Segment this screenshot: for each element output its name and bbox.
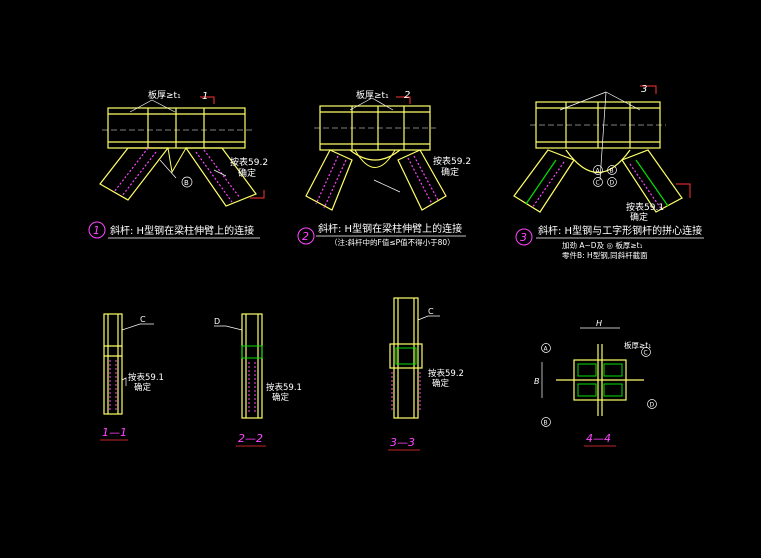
section-2-2-weld-label: 按表59.1 bbox=[266, 382, 302, 393]
section-3-3-weld-c: C bbox=[428, 307, 434, 316]
section-2-2-weld-sub: 确定 bbox=[272, 392, 290, 403]
detail-3-number: 3 bbox=[520, 231, 527, 244]
section-4-4-callout-a: A bbox=[544, 346, 549, 353]
section-2-2-weld-d: D bbox=[214, 317, 220, 326]
detail-1-leaders bbox=[129, 99, 227, 179]
section-1-1: C 按表59.1 确定 1—1 bbox=[100, 313, 164, 441]
section-4-4-callout-d: D bbox=[650, 402, 655, 409]
detail-3-weld-sub: 确定 bbox=[630, 211, 648, 223]
section-3-3-weld-leader bbox=[417, 315, 440, 321]
detail-1-section-mark: 1 bbox=[202, 91, 208, 102]
detail-1-number: 1 bbox=[93, 224, 100, 237]
section-4-4-callout-b: B bbox=[544, 420, 548, 427]
section-4-4-dim-h: H bbox=[596, 319, 602, 328]
detail-2-number: 2 bbox=[302, 230, 309, 243]
section-1-1-member bbox=[103, 313, 123, 415]
section-3-3-member bbox=[389, 297, 423, 419]
detail-3-note-1: 加劲 A~D及 ◎ 板厚≥t₁ bbox=[562, 240, 643, 250]
detail-2-weld-sub: 确定 bbox=[441, 166, 459, 178]
detail-3-callout-c: C bbox=[596, 180, 600, 187]
detail-3-note-2: 零件B: H型钢,同斜杆截面 bbox=[562, 250, 648, 260]
detail-3-section-mark: 3 bbox=[641, 84, 647, 95]
detail-2-note: （注:斜杆中的F值≤P值不得小于80） bbox=[330, 237, 455, 247]
detail-1-gusset bbox=[167, 147, 187, 174]
detail-2-leaders bbox=[349, 97, 401, 193]
detail-2-curved-gusset-inner bbox=[354, 149, 396, 168]
detail-1-left-brace bbox=[99, 147, 170, 201]
detail-2-section-cut bbox=[396, 96, 411, 104]
detail-1-weld-sub: 确定 bbox=[238, 167, 256, 179]
section-3-3-stiffener bbox=[395, 347, 417, 365]
section-1-1-weld-leader-2 bbox=[121, 377, 127, 386]
detail-3-callout-d: D bbox=[610, 180, 615, 187]
detail-1: 板厚≥t₁ 1 按表59.2 确定 B 1 斜杆: H型钢在梁柱伸臂上的连接 bbox=[88, 89, 268, 239]
detail-3-weld-label: 按表59.1 bbox=[626, 201, 664, 213]
detail-1-plate-label: 板厚≥t₁ bbox=[148, 89, 181, 101]
detail-2-left-brace bbox=[305, 149, 353, 211]
detail-3-callout-a: A bbox=[596, 168, 601, 175]
detail-2-curved-gusset bbox=[349, 149, 401, 161]
detail-1-callout-b-text: B bbox=[184, 179, 189, 187]
detail-2-number-circle bbox=[297, 227, 315, 245]
section-2-2: D 按表59.1 确定 2—2 bbox=[214, 313, 302, 447]
section-2-2-weld-leader bbox=[214, 325, 243, 331]
detail-2-weld-label: 按表59.2 bbox=[433, 155, 471, 167]
section-4-4-note: 板厚≥t₁ bbox=[624, 340, 651, 350]
section-4-4-dim-b: B bbox=[534, 377, 540, 386]
section-2-2-stiffener bbox=[241, 345, 263, 359]
section-2-2-bolts bbox=[248, 362, 256, 414]
detail-2-plate-label: 板厚≥t₁ bbox=[356, 89, 389, 101]
detail-1-weld-label: 按表59.2 bbox=[230, 156, 268, 168]
detail-3-cross-joint bbox=[565, 149, 631, 174]
detail-1-beam bbox=[107, 107, 246, 149]
section-2-2-member bbox=[241, 313, 263, 419]
section-4-4-callout-c: C bbox=[644, 350, 648, 357]
section-4-4-stiffeners bbox=[577, 363, 623, 397]
section-4-4-callouts bbox=[541, 343, 657, 427]
section-3-3: C 按表59.2 确定 3—3 bbox=[388, 297, 464, 451]
section-4-4-label: 4—4 bbox=[586, 432, 611, 445]
section-4-4-plates bbox=[556, 344, 644, 416]
detail-1-section-cut bbox=[200, 96, 215, 104]
detail-1-caption: 斜杆: H型钢在梁柱伸臂上的连接 bbox=[110, 224, 254, 237]
detail-3-section-cut bbox=[640, 85, 657, 94]
section-1-1-bolts bbox=[109, 360, 117, 410]
section-1-1-weld-c: C bbox=[140, 315, 146, 324]
section-1-1-weld-leader bbox=[121, 323, 154, 331]
detail-3-callouts bbox=[593, 165, 617, 187]
detail-3-number-circle bbox=[515, 228, 533, 246]
section-1-1-weld-label: 按表59.1 bbox=[128, 372, 164, 383]
detail-1-section-cut-lower bbox=[250, 190, 265, 199]
section-4-4: H B A B C D 板厚≥t₁ 4—4 bbox=[534, 319, 657, 447]
detail-3-left-brace bbox=[513, 149, 575, 213]
detail-1-number-circle bbox=[88, 221, 106, 239]
detail-1-callout-b bbox=[181, 176, 193, 188]
section-2-2-label: 2—2 bbox=[238, 432, 263, 445]
section-1-1-label: 1—1 bbox=[102, 426, 127, 439]
detail-3: 3 A B C D 按表59.1 确定 3 斜杆: H型钢与工字形钢杆的拼心连接… bbox=[513, 84, 704, 260]
section-1-1-weld-sub: 确定 bbox=[134, 382, 152, 393]
section-3-3-bolts bbox=[391, 372, 421, 412]
section-3-3-weld-label: 按表59.2 bbox=[428, 368, 464, 379]
detail-3-section-cut-lower bbox=[676, 183, 691, 198]
detail-3-leaders bbox=[559, 91, 641, 181]
detail-2-section-mark: 2 bbox=[404, 90, 410, 101]
section-3-3-weld-sub: 确定 bbox=[432, 378, 450, 389]
detail-2-caption: 斜杆: H型钢在梁柱伸臂上的连接 bbox=[318, 222, 462, 235]
detail-2: 板厚≥t₁ 2 按表59.2 确定 2 斜杆: H型钢在梁柱伸臂上的连接 （注:… bbox=[297, 89, 471, 247]
detail-2-right-brace bbox=[397, 149, 447, 211]
detail-3-right-brace bbox=[621, 149, 683, 213]
section-3-3-label: 3—3 bbox=[390, 436, 415, 449]
detail-3-callout-b: B bbox=[610, 168, 614, 175]
detail-3-caption: 斜杆: H型钢与工字形钢杆的拼心连接 bbox=[538, 224, 702, 237]
